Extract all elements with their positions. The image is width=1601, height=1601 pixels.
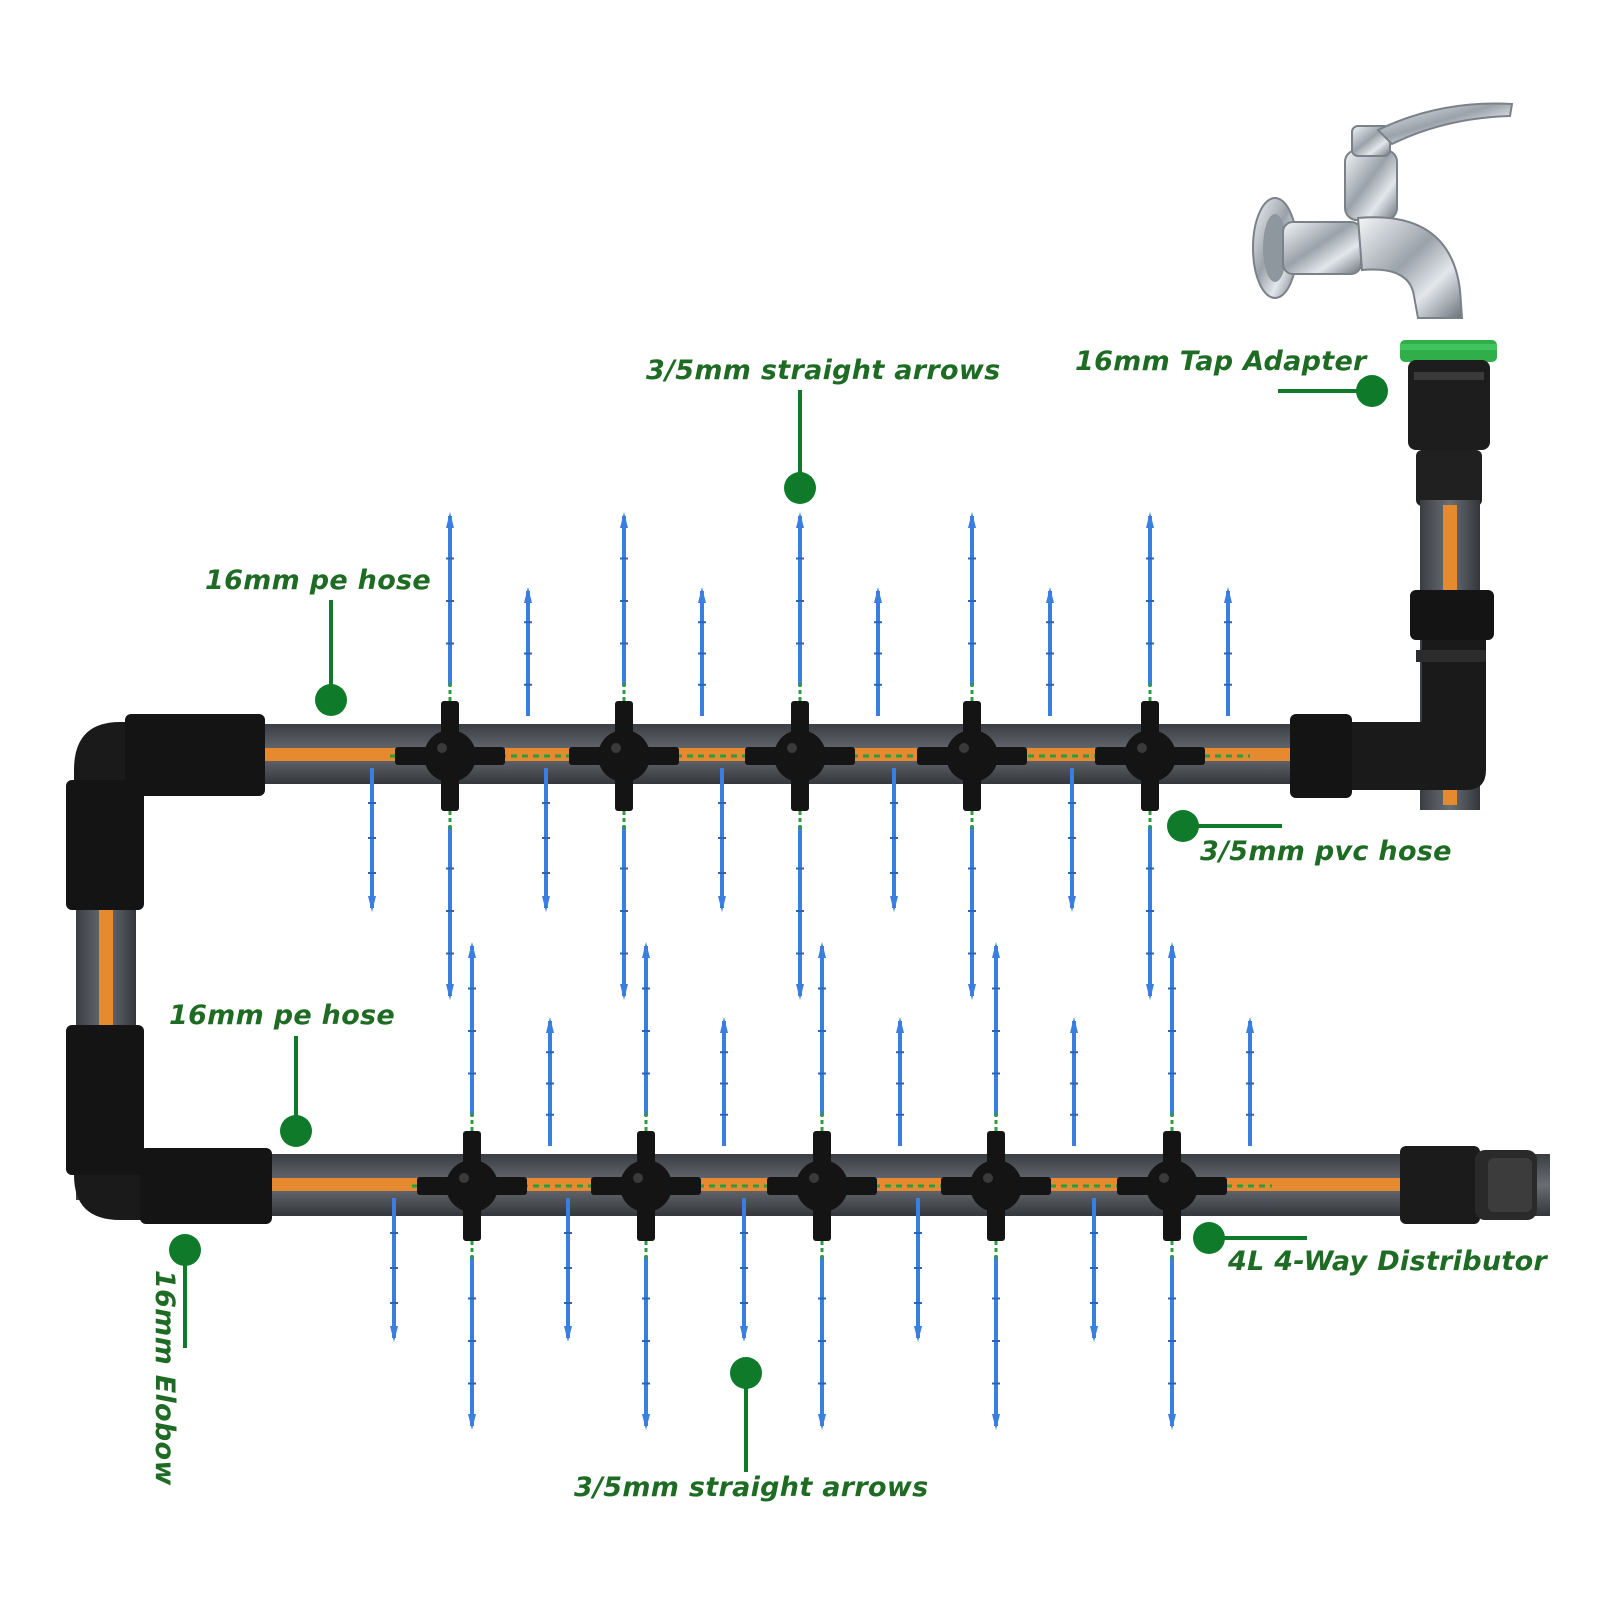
bottom-distributor-icon-5 xyxy=(1117,1111,1227,1261)
bottom-arrow-down-5 xyxy=(1168,1256,1176,1430)
bottom-arrow-up-offset-1 xyxy=(546,1017,554,1146)
label-arrows-top: 3/5mm straight arrows xyxy=(646,355,1001,386)
bottom-arrow-up-offset-5 xyxy=(1246,1017,1254,1146)
bottom-arrow-up-offset-4 xyxy=(1070,1017,1078,1146)
bottom-arrow-down-1 xyxy=(468,1256,476,1430)
label-elbow: 16mm Elobow xyxy=(149,1270,180,1486)
top-arrow-up-5 xyxy=(1146,512,1154,686)
label-pe-hose-top: 16mm pe hose xyxy=(205,565,432,596)
distributor-row-top xyxy=(368,512,1250,1000)
bottom-distributor-icon-4 xyxy=(941,1111,1051,1261)
top-arrow-up-offset-5 xyxy=(1224,587,1232,716)
bottom-arrow-down-offset-4 xyxy=(914,1198,922,1342)
distributor-row-bottom xyxy=(390,942,1272,1430)
top-arrow-up-1 xyxy=(446,512,454,686)
top-distributor-icon-5 xyxy=(1095,681,1205,831)
callout-dot-distributor xyxy=(1193,1222,1225,1254)
label-arrows-bottom: 3/5mm straight arrows xyxy=(574,1472,929,1503)
callout-dot-arrows-bottom xyxy=(730,1357,762,1389)
top-arrow-down-1 xyxy=(446,826,454,1000)
top-arrow-up-2 xyxy=(620,512,628,686)
end-connector-icon xyxy=(1400,1146,1537,1224)
bottom-arrow-down-2 xyxy=(642,1256,650,1430)
top-arrow-up-offset-2 xyxy=(698,587,706,716)
bottom-arrow-down-offset-5 xyxy=(1090,1198,1098,1342)
bottom-distributor-icon-1 xyxy=(417,1111,527,1261)
top-arrow-down-2 xyxy=(620,826,628,1000)
top-arrow-up-offset-1 xyxy=(524,587,532,716)
top-arrow-up-3 xyxy=(796,512,804,686)
callout-dot-pvc-hose xyxy=(1167,810,1199,842)
callouts xyxy=(169,375,1388,1472)
tap-adapter-icon xyxy=(1400,340,1497,506)
bottom-arrow-down-4 xyxy=(992,1256,1000,1430)
top-arrow-down-4 xyxy=(968,826,976,1000)
bottom-distributor-icon-3 xyxy=(767,1111,877,1261)
top-distributor-icon-1 xyxy=(395,681,505,831)
callout-dot-elbow xyxy=(169,1234,201,1266)
label-pe-hose-bottom: 16mm pe hose xyxy=(169,1000,396,1031)
bottom-arrow-up-5 xyxy=(1168,942,1176,1116)
callout-dot-pe-hose-top xyxy=(315,684,347,716)
bottom-arrow-up-1 xyxy=(468,942,476,1116)
callout-dot-arrows-top xyxy=(784,472,816,504)
bottom-arrow-up-4 xyxy=(992,942,1000,1116)
top-arrow-down-offset-2 xyxy=(542,768,550,912)
elbow-fitting-icon xyxy=(66,590,1494,1224)
top-arrow-down-offset-1 xyxy=(368,768,376,912)
top-arrow-down-offset-4 xyxy=(890,768,898,912)
top-distributor-icon-3 xyxy=(745,681,855,831)
top-distributor-icon-4 xyxy=(917,681,1027,831)
top-arrow-down-5 xyxy=(1146,826,1154,1000)
top-arrow-up-offset-4 xyxy=(1046,587,1054,716)
label-pvc-hose: 3/5mm pvc hose xyxy=(1200,836,1452,867)
top-arrow-down-offset-3 xyxy=(718,768,726,912)
top-distributor-icon-2 xyxy=(569,681,679,831)
label-distributor: 4L 4-Way Distributor xyxy=(1228,1246,1548,1277)
top-arrow-down-3 xyxy=(796,826,804,1000)
bottom-arrow-up-3 xyxy=(818,942,826,1116)
label-tap-adapter: 16mm Tap Adapter xyxy=(1075,346,1367,377)
faucet-icon xyxy=(1252,102,1514,319)
bottom-arrow-up-offset-3 xyxy=(896,1017,904,1146)
bottom-arrow-down-offset-1 xyxy=(390,1198,398,1342)
bottom-arrow-up-2 xyxy=(642,942,650,1116)
bottom-arrow-down-offset-2 xyxy=(564,1198,572,1342)
bottom-arrow-up-offset-2 xyxy=(720,1017,728,1146)
bottom-arrow-down-3 xyxy=(818,1256,826,1430)
bottom-distributor-icon-2 xyxy=(591,1111,701,1261)
top-arrow-down-offset-5 xyxy=(1068,768,1076,912)
callout-dot-tap-adapter xyxy=(1356,375,1388,407)
bottom-arrow-down-offset-3 xyxy=(740,1198,748,1342)
top-arrow-up-offset-3 xyxy=(874,587,882,716)
top-arrow-up-4 xyxy=(968,512,976,686)
callout-dot-pe-hose-bottom xyxy=(280,1115,312,1147)
